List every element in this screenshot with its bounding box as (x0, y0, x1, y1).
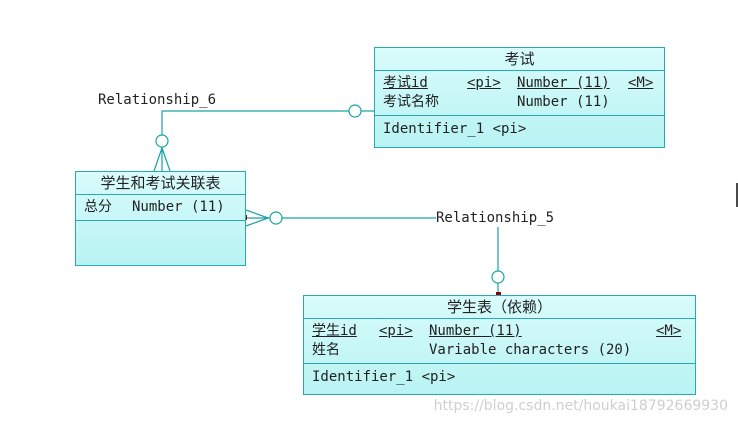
attribute-row: 学生id <pi> Number (11) <M> (312, 322, 687, 341)
relationship-6-crowfoot-left (153, 147, 163, 172)
attribute-name: 姓名 (312, 342, 340, 358)
attribute-row: 总分 Number (11) (84, 198, 237, 217)
entity-exam-identifier: Identifier_1 <pi> (383, 121, 527, 137)
entity-link-attributes: 总分 Number (11) (76, 195, 245, 221)
entity-exam-title: 考试 (375, 48, 664, 71)
attribute-mandatory-flag: <M> (628, 75, 654, 91)
relationship-6-optional-circle-exam (348, 104, 362, 118)
attribute-type: Number (11) (517, 75, 610, 91)
attribute-type: Variable characters (20) (429, 342, 632, 358)
attribute-name: 学生id (312, 323, 357, 339)
entity-exam[interactable]: 考试 考试id <pi> Number (11) <M> 考试名称 Number… (374, 47, 665, 148)
relationship-5-label[interactable]: Relationship_5 (436, 209, 555, 227)
relationship-5-optional-circle-student (491, 270, 505, 284)
attribute-name: 考试名称 (383, 94, 439, 110)
relationship-5-optional-circle-link (269, 211, 283, 225)
entity-exam-attributes: 考试id <pi> Number (11) <M> 考试名称 Number (1… (375, 71, 664, 116)
entity-student-title: 学生表（依赖） (304, 296, 695, 319)
relationship-6-optional-circle-link (155, 134, 169, 148)
relationship-6-line[interactable] (161, 110, 375, 171)
attribute-row: 考试id <pi> Number (11) <M> (383, 74, 656, 93)
right-edge-marker (736, 183, 738, 207)
attribute-row: 姓名 Variable characters (20) (312, 341, 687, 360)
attribute-name: 考试id (383, 75, 428, 91)
attribute-type: Number (11) (517, 94, 610, 110)
watermark: https://blog.csdn.net/houkai18792669930 (433, 398, 728, 414)
attribute-type: Number (11) (132, 199, 225, 215)
entity-student-exam-link[interactable]: 学生和考试关联表 总分 Number (11) (75, 171, 246, 266)
attribute-type: Number (11) (429, 323, 522, 339)
relationship-5-crowfoot-bottom (245, 217, 269, 227)
entity-student-identifier: Identifier_1 <pi> (312, 369, 456, 385)
relationship-6-crowfoot-right (161, 147, 171, 172)
attribute-name: 总分 (84, 199, 112, 215)
entity-student-attributes: 学生id <pi> Number (11) <M> 姓名 Variable ch… (304, 319, 695, 364)
relationship-5-crowfoot-top (245, 209, 269, 219)
relationship-6-label[interactable]: Relationship_6 (98, 92, 217, 108)
entity-student[interactable]: 学生表（依赖） 学生id <pi> Number (11) <M> 姓名 Var… (303, 295, 696, 395)
attribute-key: <pi> (467, 75, 501, 91)
attribute-row: 考试名称 Number (11) (383, 93, 656, 112)
entity-link-title: 学生和考试关联表 (76, 172, 245, 195)
attribute-mandatory-flag: <M> (656, 323, 682, 339)
relationship-5-anchor-student (496, 292, 501, 297)
relationship-5-line[interactable] (246, 217, 499, 295)
attribute-key: <pi> (379, 323, 413, 339)
